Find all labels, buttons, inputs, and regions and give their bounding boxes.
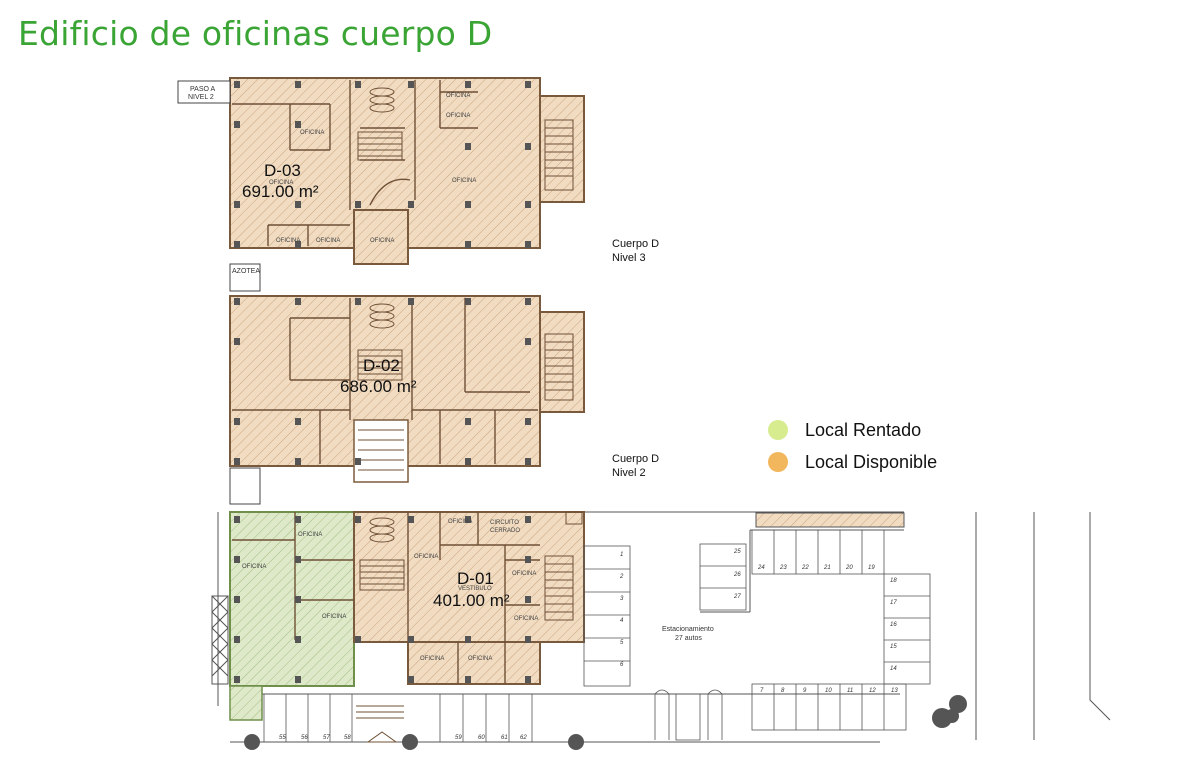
room-label-oficina: OFICINA xyxy=(242,564,266,570)
room-label-oficina: OFICINA xyxy=(452,178,476,184)
parking-number: 6 xyxy=(620,662,624,668)
parking-number: 16 xyxy=(890,622,897,628)
unit-d01-area: 401.00 m² xyxy=(433,591,510,610)
parking-number: 56 xyxy=(301,735,308,741)
parking-number: 9 xyxy=(803,688,807,694)
parking-number: 4 xyxy=(620,618,624,624)
room-label-oficina: OFICINA xyxy=(512,571,536,577)
legend-item-available: Local Disponible xyxy=(768,446,937,478)
parking-number: 15 xyxy=(890,644,897,650)
parking-number: 20 xyxy=(845,565,853,571)
unit-d02-area: 686.00 m² xyxy=(340,377,417,396)
level1-plan: OFICINA OFICINA OFICINA OFICINA OFICINA … xyxy=(211,511,1111,750)
level2-caption-level: Nivel 2 xyxy=(612,467,646,479)
parking-number: 57 xyxy=(323,735,330,741)
parking-number: 59 xyxy=(455,735,462,741)
parking-stalls xyxy=(263,529,931,743)
parking-number: 25 xyxy=(733,549,741,555)
room-label-cerrado: CERRADO xyxy=(490,528,520,534)
level1-rented-annex xyxy=(229,685,263,721)
level2-stair-extension xyxy=(353,419,409,483)
parking-number: 5 xyxy=(620,640,624,646)
parking-number: 13 xyxy=(891,688,898,694)
parking-number: 17 xyxy=(890,600,897,606)
unit-d02-id: D-02 xyxy=(363,356,400,375)
parking-label: Estacionamiento xyxy=(662,626,714,633)
unit-d03-id: D-03 xyxy=(264,161,301,180)
level3-stair-annex xyxy=(539,95,585,203)
parking-number: 27 xyxy=(733,594,741,600)
parking-number: 23 xyxy=(779,565,787,571)
label-azotea: AZOTEA xyxy=(232,268,260,275)
room-label-oficina: OFICINA xyxy=(420,656,444,662)
level2-side-box xyxy=(229,467,261,505)
level2-stair-annex xyxy=(539,311,585,413)
room-label-oficina: OFICINA xyxy=(269,180,293,186)
parking-number: 2 xyxy=(619,574,624,580)
level3-caption-body: Cuerpo D xyxy=(612,238,659,250)
room-label-oficina: OFICINA xyxy=(298,532,322,538)
parking-number: 22 xyxy=(801,565,809,571)
level3-roof-box xyxy=(229,263,261,292)
parking-number: 14 xyxy=(890,666,897,672)
room-label-oficina: OFICINA xyxy=(370,238,394,244)
room-label-oficina: OFICINA xyxy=(316,238,340,244)
parking-number: 21 xyxy=(823,565,831,571)
page-title: Edificio de oficinas cuerpo D xyxy=(18,14,493,53)
parking-number: 12 xyxy=(869,688,876,694)
legend: Local Rentado Local Disponible xyxy=(768,414,937,478)
legend-label-available: Local Disponible xyxy=(805,451,938,472)
parking-number: 10 xyxy=(825,688,832,694)
parking-number: 58 xyxy=(344,735,351,741)
parking-number: 61 xyxy=(501,735,508,741)
room-label-oficina: OFICINA xyxy=(446,93,470,99)
room-label-vestibulo: VESTIBULO xyxy=(458,586,492,592)
level2-plan: D-02 686.00 m² Cuerpo D Nivel 2 xyxy=(229,295,659,505)
room-label-oficina: OFICINA xyxy=(446,113,470,119)
parking-number: 8 xyxy=(781,688,785,694)
room-label-oficina: OFICINA xyxy=(322,614,346,620)
level3-plan: PASO A NIVEL 2 AZOTEA OFICINA OFICINA OF… xyxy=(177,77,659,292)
parking-capacity: 27 autos xyxy=(675,635,702,642)
level3-caption-level: Nivel 3 xyxy=(612,252,646,264)
available-swatch-icon xyxy=(768,452,788,472)
parking-number: 3 xyxy=(620,596,624,602)
room-label-oficina: OFICINA xyxy=(448,519,472,525)
parking-number: 7 xyxy=(760,688,764,694)
parking-number: 18 xyxy=(890,578,897,584)
label-nivel-2: NIVEL 2 xyxy=(188,94,214,101)
room-label-oficina: OFICINA xyxy=(276,238,300,244)
parking-hatched-strip xyxy=(755,512,905,528)
parking-number: 62 xyxy=(520,735,527,741)
legend-label-rented: Local Rentado xyxy=(805,419,922,440)
room-label-circuito: CIRCUITO xyxy=(490,520,519,526)
parking-number: 55 xyxy=(279,735,286,741)
unit-d03-area: 691.00 m² xyxy=(242,182,319,201)
label-paso-a: PASO A xyxy=(190,86,215,93)
parking-number: 19 xyxy=(868,565,875,571)
level3-lobby-extension xyxy=(353,209,409,265)
level2-caption-body: Cuerpo D xyxy=(612,453,659,465)
parking-number: 24 xyxy=(757,565,765,571)
legend-item-rented: Local Rentado xyxy=(768,414,937,446)
level3-passage-box xyxy=(177,80,231,104)
room-label-oficina: OFICINA xyxy=(300,130,324,136)
level1-rented-unit[interactable] xyxy=(229,511,355,687)
parking-number: 26 xyxy=(733,572,741,578)
room-label-oficina: OFICINA xyxy=(468,656,492,662)
unit-d01-id: D-01 xyxy=(457,569,494,588)
rented-swatch-icon xyxy=(768,420,788,440)
tree-icon xyxy=(244,695,967,750)
parking-number: 60 xyxy=(478,735,485,741)
room-label-oficina: OFICINA xyxy=(514,616,538,622)
level1-available-lower[interactable] xyxy=(407,641,541,685)
parking-number: 1 xyxy=(620,552,623,558)
parking-number: 11 xyxy=(847,688,853,694)
room-label-oficina: OFICINA xyxy=(414,554,438,560)
